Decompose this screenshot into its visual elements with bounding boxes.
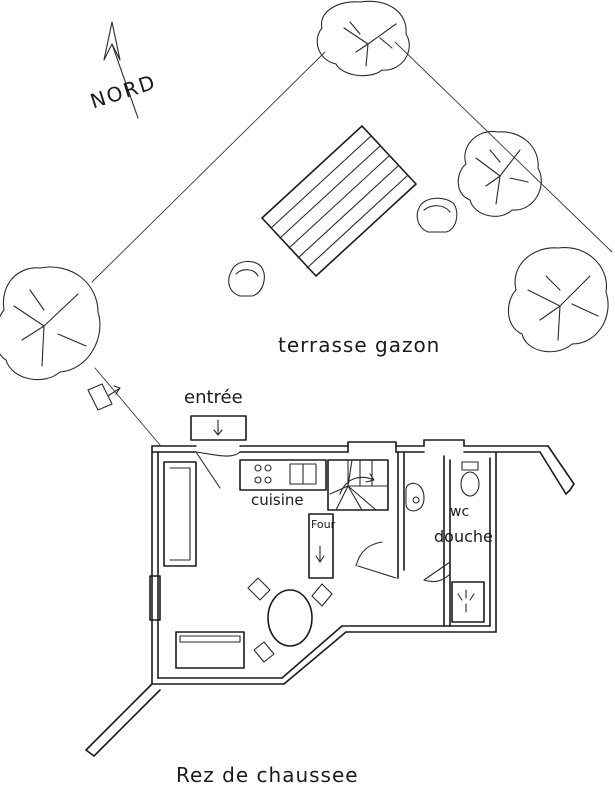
shower-door-icon (423, 561, 451, 583)
entrance-door-icon (195, 451, 241, 489)
garden-chair-icon (416, 197, 458, 233)
door-mat-icon (190, 415, 247, 441)
tree-icon (0, 266, 101, 381)
staircase-icon (327, 459, 389, 511)
stove-icon (254, 464, 272, 484)
garden-label: terrasse gazon (278, 333, 440, 357)
wooden-deck-icon (261, 125, 417, 277)
kitchen-label: cuisine (251, 491, 304, 509)
toilet-icon (460, 461, 480, 497)
chair-icon (247, 577, 333, 663)
garden-chair-icon (228, 260, 265, 297)
wc-label: wc (450, 504, 469, 520)
sink-icon (289, 463, 317, 485)
north-arrow-icon (103, 21, 139, 119)
tree-icon (507, 247, 609, 353)
dining-table-icon (267, 589, 313, 647)
garden-boundary (91, 41, 613, 446)
shower-label: douche (434, 527, 493, 546)
sofa-icon (175, 631, 245, 669)
plan-title: Rez de chaussee (176, 763, 359, 787)
shower-tray-icon (451, 581, 485, 623)
garden-gate-icon (87, 383, 121, 411)
entrance-label: entrée (184, 387, 243, 408)
sofa-icon (163, 461, 197, 567)
tree-icon (457, 130, 542, 217)
kitchen-counter (239, 459, 327, 491)
house-walls (85, 439, 575, 757)
oven-label: Four (311, 518, 336, 531)
tree-icon (316, 0, 410, 77)
interior-door-icon (355, 541, 397, 579)
washbasin-icon (405, 482, 425, 512)
oven-icon (308, 513, 334, 579)
